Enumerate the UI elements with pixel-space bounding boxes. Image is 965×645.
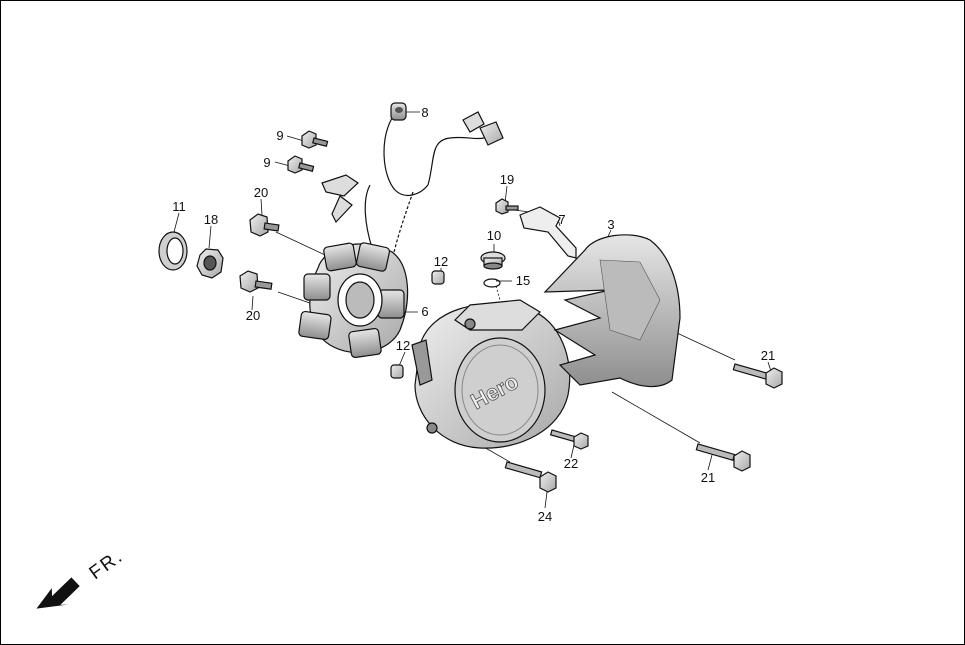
callout-7: 7: [558, 212, 565, 227]
front-label: FR.: [86, 546, 128, 585]
front-arrow-icon: [36, 577, 80, 609]
callout-6: 6: [421, 304, 428, 319]
part-generator-cover: Hero: [411, 299, 571, 449]
part-bolt-24: [504, 461, 557, 493]
front-direction-indicator: FR.: [36, 546, 128, 609]
part-nut-18: [196, 248, 224, 279]
callout-labels: 3 6 7 8 9 9 10 11 12 12 15 18 19 20 20 2…: [172, 105, 775, 524]
callout-8: 8: [421, 105, 428, 120]
part-washer-11: [158, 231, 188, 271]
callout-10: 10: [487, 228, 501, 243]
part-bolt-20-lower: [239, 270, 273, 293]
callout-24: 24: [538, 509, 552, 524]
part-grommet-8: [390, 102, 407, 121]
part-bolt-21-upper: [732, 363, 783, 389]
part-wiring-harness: [321, 111, 504, 261]
part-stator-6: [298, 242, 409, 359]
part-dowel-12-lower: [390, 364, 404, 379]
callout-21-lower: 21: [701, 470, 715, 485]
part-plug-10: [480, 251, 506, 270]
callout-21-upper: 21: [761, 348, 775, 363]
callout-12-lower: 12: [396, 338, 410, 353]
part-dowel-12-upper: [431, 270, 445, 285]
callout-9-upper: 9: [276, 128, 283, 143]
callout-15: 15: [516, 273, 530, 288]
part-bolt-9-lower: [287, 155, 315, 174]
part-shroud-3: [543, 234, 681, 388]
callout-9-lower: 9: [263, 155, 270, 170]
callout-11: 11: [172, 199, 186, 214]
part-oring-15: [483, 278, 501, 288]
part-bolt-22: [549, 429, 589, 450]
callout-3: 3: [607, 217, 614, 232]
callout-12-upper: 12: [434, 254, 448, 269]
part-bolt-9-upper: [301, 130, 329, 149]
callout-20-lower: 20: [246, 308, 260, 323]
part-bracket-7: [519, 206, 577, 259]
callout-18: 18: [204, 212, 218, 227]
part-bolt-19: [495, 198, 519, 215]
callout-20-upper: 20: [254, 185, 268, 200]
part-bolt-20-upper: [249, 213, 280, 237]
callout-22: 22: [564, 456, 578, 471]
callout-19: 19: [500, 172, 514, 187]
part-bolt-21-lower: [695, 443, 751, 472]
